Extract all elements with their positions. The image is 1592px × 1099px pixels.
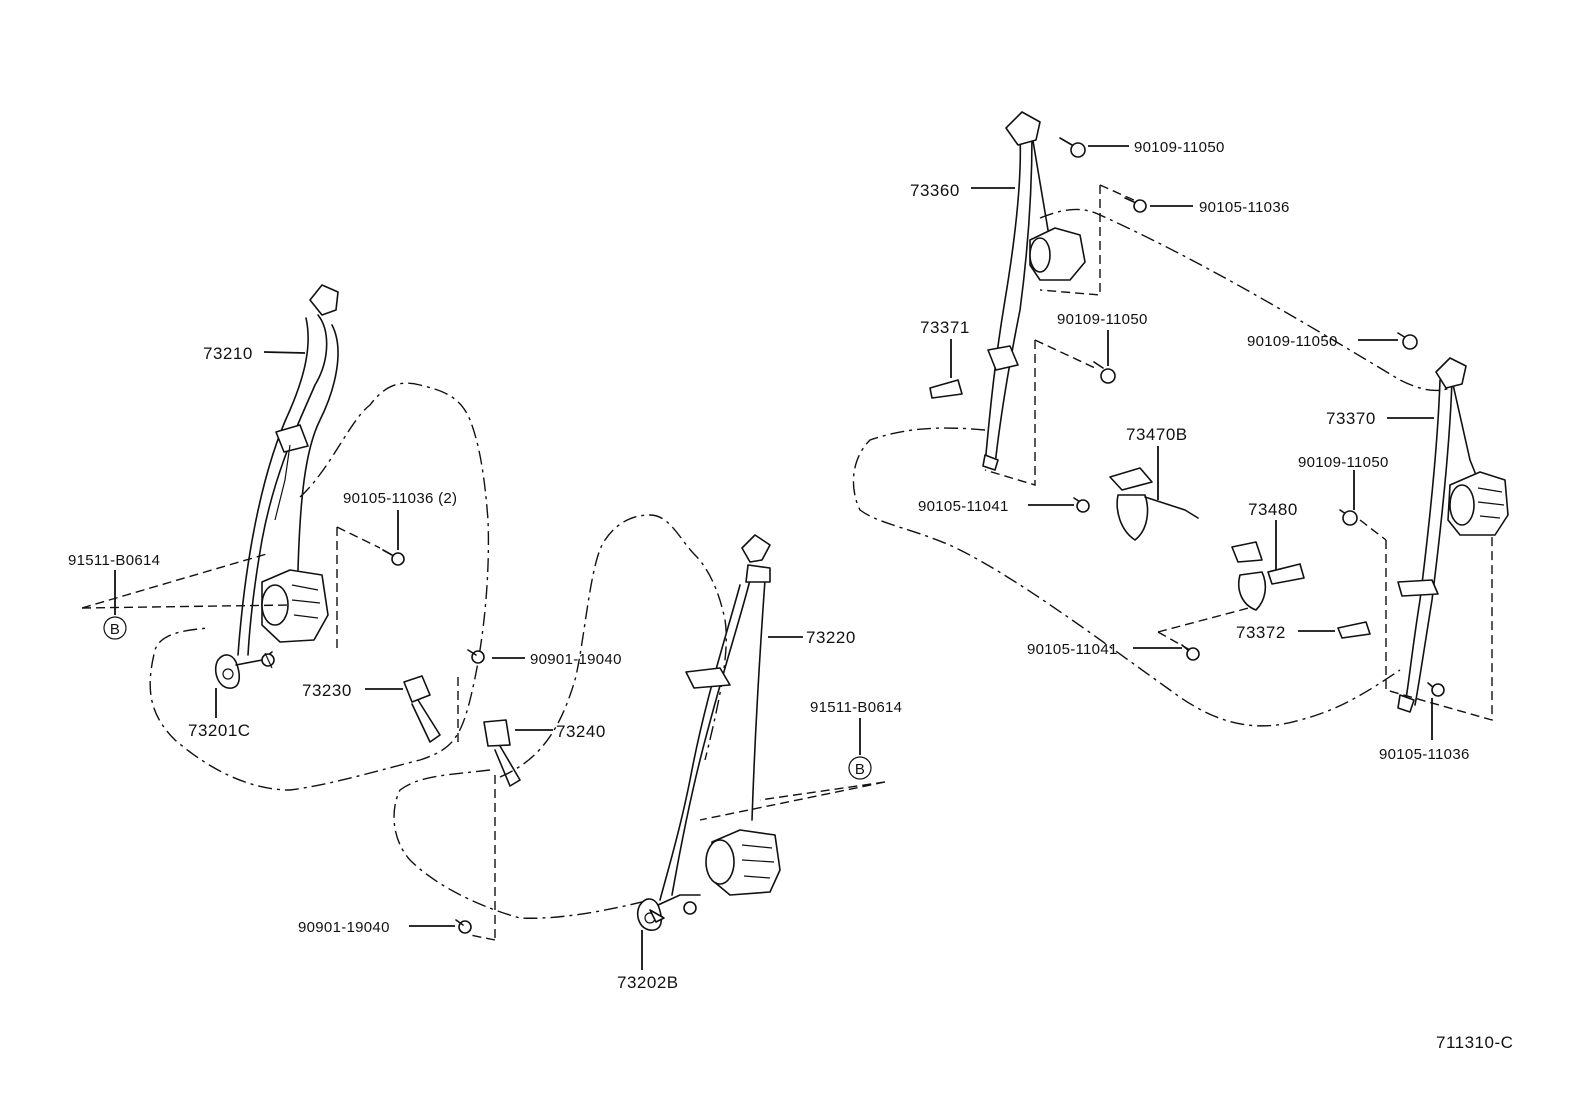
callout-90105-11036-bottom: 90105-11036 xyxy=(1379,746,1470,763)
buckle-73240 xyxy=(483,719,521,787)
buckle-73480 xyxy=(1231,541,1305,611)
retractor-73360 xyxy=(1029,227,1086,281)
leader-lines xyxy=(114,145,1434,970)
callout-73202b: 73202B xyxy=(617,973,679,992)
callout-90105-11036-top: 90105-11036 xyxy=(1199,199,1290,216)
bolt-90901-19040-top xyxy=(467,649,485,664)
callout-73470b: 73470B xyxy=(1126,425,1188,444)
belt-73220 xyxy=(659,534,771,901)
callout-73371: 73371 xyxy=(920,318,970,337)
callout-90901-19040-b: 90901-19040 xyxy=(298,919,390,936)
belt-73210 xyxy=(237,284,339,656)
anchor-73202b xyxy=(636,894,701,931)
callout-91511-b0614-right: 91511-B0614 xyxy=(810,699,902,716)
bolt-90109-11050-low xyxy=(1339,509,1358,526)
callout-90109-11050-top: 90109-11050 xyxy=(1134,139,1225,156)
retractor-73220 xyxy=(705,829,781,896)
bolt-90105-11036-left xyxy=(382,549,405,566)
retractor-73370 xyxy=(1447,471,1509,536)
callout-73480: 73480 xyxy=(1248,500,1298,519)
callout-90105-11041-b: 90105-11041 xyxy=(1027,641,1118,658)
callout-73220: 73220 xyxy=(806,628,856,647)
callout-91511-b0614-left: 91511-B0614 xyxy=(68,552,160,569)
callout-73360: 73360 xyxy=(910,181,960,200)
bolt-90901-19040-bottom xyxy=(455,919,472,934)
reference-mark-b-right-label: B xyxy=(855,761,865,778)
bolt-90105-11036-top xyxy=(1124,197,1147,213)
callout-labels: 73210 73201C 73230 73240 73220 73202B 90… xyxy=(68,139,1470,992)
reference-mark-b-right: B xyxy=(848,756,872,780)
callout-73372: 73372 xyxy=(1236,623,1286,642)
cover-73372 xyxy=(1337,621,1371,639)
cover-73371 xyxy=(929,379,963,399)
left-front-seat xyxy=(81,284,490,791)
reference-mark-b-left-label: B xyxy=(110,621,120,638)
callout-90109-11050-low: 90109-11050 xyxy=(1298,454,1389,471)
bolt-90105-11036-bottom xyxy=(1427,682,1445,697)
diagram-number: 711310-C xyxy=(1436,1033,1513,1052)
bolt-90105-11041-a xyxy=(1073,497,1090,513)
callout-73230: 73230 xyxy=(302,681,352,700)
bolt-90109-11050-top xyxy=(1059,137,1086,158)
anchor-73201c xyxy=(214,651,275,689)
callout-90105-11036-2: 90105-11036 (2) xyxy=(343,490,457,507)
belt-73370 xyxy=(1397,357,1483,713)
callout-73370: 73370 xyxy=(1326,409,1376,428)
callout-90901-19040-a: 90901-19040 xyxy=(530,651,622,668)
bolt-90109-11050-mid xyxy=(1093,361,1116,384)
belt-73360 xyxy=(982,111,1061,471)
buckle-73230 xyxy=(403,675,441,743)
callout-73210: 73210 xyxy=(203,344,253,363)
retractor-73210 xyxy=(261,569,329,643)
bolt-90109-11050-right xyxy=(1397,332,1418,350)
rear-seat xyxy=(852,111,1509,727)
callout-90105-11041-a: 90105-11041 xyxy=(918,498,1009,515)
callout-90109-11050-mid: 90109-11050 xyxy=(1057,311,1148,328)
bolt-90105-11041-b xyxy=(1181,644,1200,661)
right-front-seat xyxy=(393,514,886,941)
reference-mark-b-left: B xyxy=(103,616,127,640)
buckle-73470b xyxy=(1109,467,1199,541)
callout-73201c: 73201C xyxy=(188,721,251,740)
callout-90109-11050-right: 90109-11050 xyxy=(1247,333,1338,350)
callout-73240: 73240 xyxy=(556,722,606,741)
